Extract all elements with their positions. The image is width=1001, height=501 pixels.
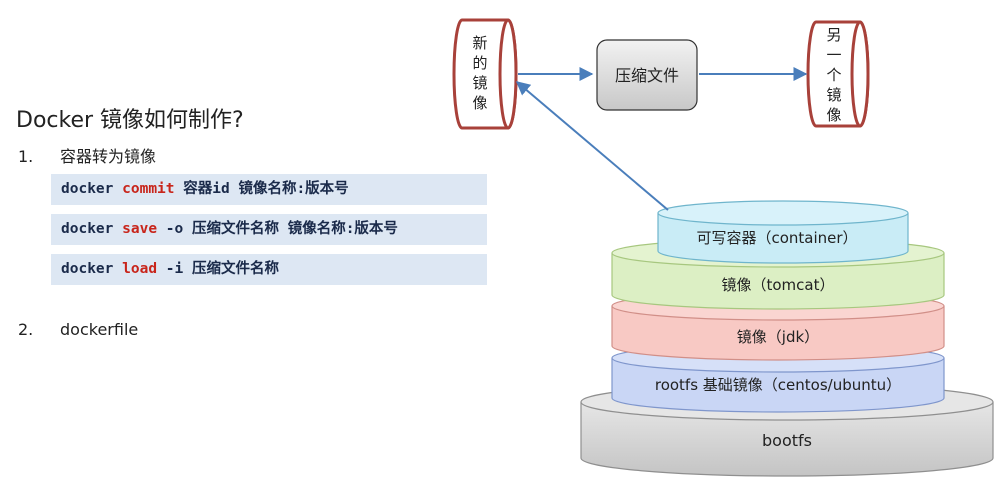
command-save-base: docker bbox=[61, 221, 114, 237]
step-2: 2. dockerfile bbox=[18, 320, 138, 339]
other-image-char-2: 一 bbox=[826, 46, 841, 64]
command-save-keyword: save bbox=[122, 221, 158, 237]
command-load: docker load -i 压缩文件名称 bbox=[51, 254, 487, 285]
step-1-number: 1. bbox=[18, 147, 34, 166]
command-load-keyword: load bbox=[122, 261, 158, 277]
other-image-char-3: 个 bbox=[826, 66, 841, 84]
page-title: Docker 镜像如何制作? bbox=[16, 108, 244, 133]
other-image-char-1: 另 bbox=[826, 26, 841, 44]
new-image-char-2: 的 bbox=[472, 54, 487, 72]
layer-container-label: 可写容器（container） bbox=[696, 229, 857, 247]
layer-bootfs-label: bootfs bbox=[762, 431, 812, 450]
command-commit-keyword: commit bbox=[122, 181, 175, 197]
compress-file-label: 压缩文件 bbox=[615, 66, 679, 85]
command-commit-base: docker bbox=[61, 181, 114, 197]
arrow-container-to-new bbox=[515, 81, 669, 211]
command-save-args: -o 压缩文件名称 镜像名称:版本号 bbox=[165, 221, 398, 237]
command-save: docker save -o 压缩文件名称 镜像名称:版本号 bbox=[51, 214, 487, 245]
step-1: 1. 容器转为镜像 bbox=[18, 143, 156, 167]
new-image-char-3: 镜 bbox=[472, 74, 487, 92]
command-commit: docker commit 容器id 镜像名称:版本号 bbox=[51, 174, 487, 205]
other-image-cylinder: 另 一 个 镜 像 bbox=[806, 20, 870, 128]
layer-tomcat-label: 镜像（tomcat） bbox=[722, 276, 835, 294]
other-image-char-5: 像 bbox=[826, 106, 841, 124]
layer-rootfs-label: rootfs 基础镜像（centos/ubuntu） bbox=[655, 376, 901, 394]
command-load-base: docker bbox=[61, 261, 114, 277]
step-2-number: 2. bbox=[18, 320, 34, 339]
command-commit-args: 容器id 镜像名称:版本号 bbox=[183, 181, 349, 197]
new-image-char-4: 像 bbox=[472, 94, 487, 112]
new-image-char-1: 新 bbox=[472, 34, 487, 52]
compress-file-box: 压缩文件 bbox=[596, 39, 698, 111]
layer-container: 可写容器（container） bbox=[657, 200, 909, 264]
step-1-label: 容器转为镜像 bbox=[60, 147, 157, 166]
other-image-char-4: 镜 bbox=[826, 86, 841, 104]
step-2-label: dockerfile bbox=[60, 320, 139, 339]
new-image-cylinder: 新 的 镜 像 bbox=[452, 18, 518, 130]
layer-jdk-label: 镜像（jdk） bbox=[737, 328, 819, 346]
command-load-args: -i 压缩文件名称 bbox=[165, 261, 279, 277]
